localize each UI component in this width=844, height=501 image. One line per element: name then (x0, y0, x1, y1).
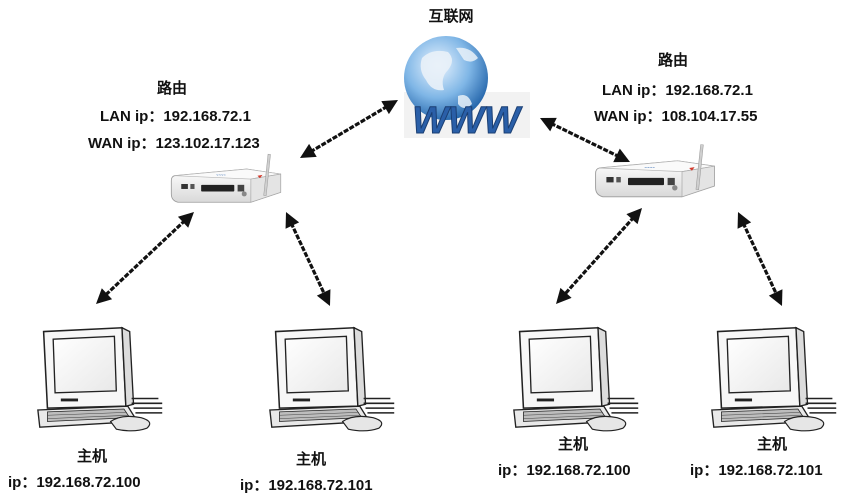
router-left-lan-ip: LAN ip：192.168.72.1 (100, 108, 251, 125)
router-left-host-1-arrow (96, 212, 194, 304)
arrowhead (556, 287, 572, 304)
www-logo-text: WWW (412, 100, 523, 142)
router-right-host-3-arrow (556, 208, 642, 304)
host-2-computer-icon (269, 326, 395, 432)
host-4-ip: ip：192.168.72.101 (690, 462, 823, 479)
arrowhead (768, 289, 783, 306)
arrowhead (300, 143, 317, 158)
arrowhead (737, 212, 752, 229)
host-3-computer-icon (513, 326, 639, 432)
host-4-computer-icon (711, 326, 837, 432)
arrowhead (540, 117, 557, 132)
internet-globe-icon (404, 36, 530, 138)
arrowhead (613, 148, 630, 163)
internet-router-right-arrow (540, 117, 630, 163)
router-right-lan-ip: LAN ip：192.168.72.1 (602, 82, 753, 99)
host-2-title: 主机 (295, 451, 327, 468)
host-3-title: 主机 (557, 436, 589, 453)
arrowhead (381, 100, 398, 115)
host-4-title: 主机 (756, 436, 788, 453)
arrowhead (96, 288, 113, 304)
host-1-ip: ip：192.168.72.100 (8, 474, 141, 491)
router-left-host-2-arrow (285, 212, 331, 306)
host-1-title: 主机 (76, 448, 108, 465)
router-left-title: 路由 (156, 80, 188, 97)
router-right-host-4-arrow (737, 212, 783, 306)
arrowhead (285, 212, 300, 229)
host-1-computer-icon (37, 326, 163, 432)
router-left-icon (170, 153, 282, 203)
connection-arrows (96, 100, 783, 306)
arrowhead (177, 212, 194, 228)
internet-label: 互联网 (428, 8, 474, 25)
router-right-wan-ip: WAN ip：108.104.17.55 (594, 108, 758, 125)
router-left-wan-ip: WAN ip：123.102.17.123 (88, 135, 260, 152)
host-3-ip: ip：192.168.72.100 (498, 462, 631, 479)
host-2-ip: ip：192.168.72.101 (240, 477, 373, 494)
internet-router-left-arrow (300, 100, 398, 158)
arrowhead (626, 208, 642, 225)
router-right-title: 路由 (657, 52, 689, 69)
arrowhead (316, 289, 331, 306)
